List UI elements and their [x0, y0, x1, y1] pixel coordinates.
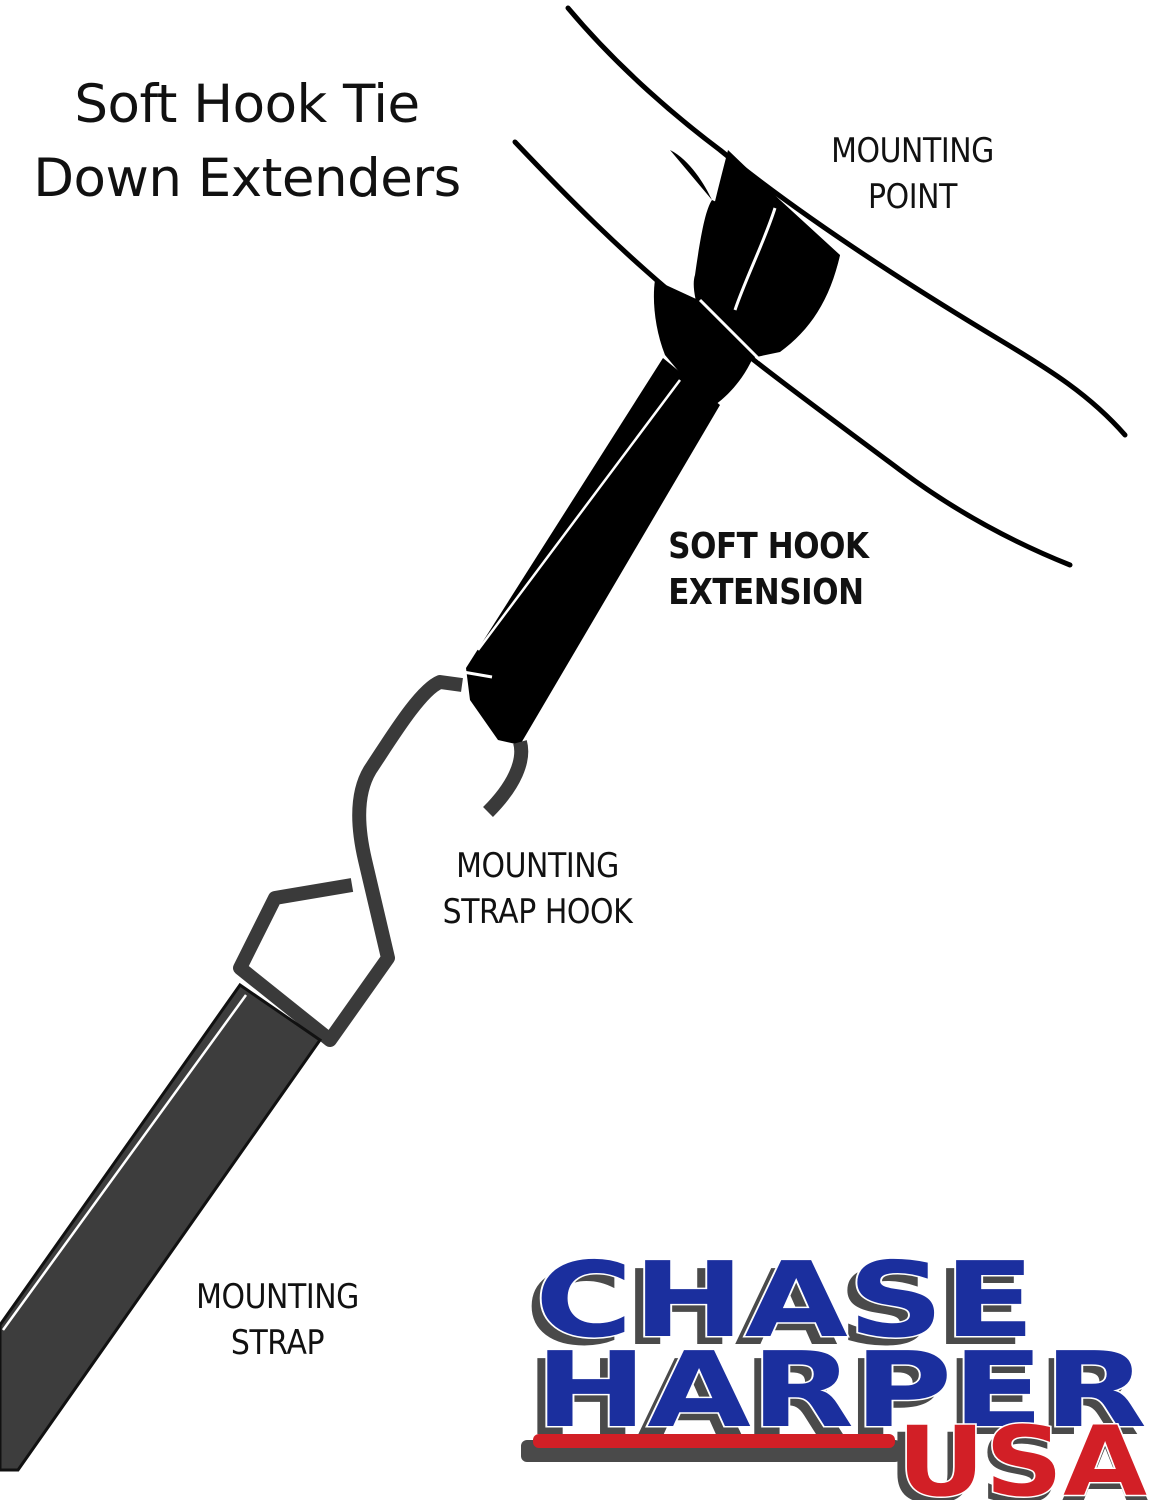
chase-harper-usa-logo: .lg { font-family: "DejaVu Sans", sans-s…	[515, 1238, 1151, 1504]
soft-hook-extension-strap	[462, 358, 720, 745]
title-line-2: Down Extenders	[33, 148, 461, 209]
label-line: EXTENSION	[668, 572, 864, 613]
diagram-title: Soft Hook Tie Down Extenders	[0, 68, 494, 216]
label-soft-hook-extension: SOFT HOOK EXTENSION	[668, 524, 892, 616]
label-line: STRAP	[230, 1323, 325, 1363]
title-line-1: Soft Hook Tie	[74, 74, 420, 135]
label-line: STRAP HOOK	[442, 892, 633, 932]
mounting-strap	[0, 982, 323, 1472]
mounting-point-bar	[512, 5, 1128, 568]
logo-usa-shadow: USA	[887, 1413, 1149, 1500]
label-line: MOUNTING	[831, 131, 994, 171]
logo-chase: CHASE	[535, 1250, 1035, 1361]
logo-harper: HARPER	[535, 1329, 1147, 1451]
label-mounting-strap-hook: MOUNTING STRAP HOOK	[425, 843, 649, 935]
label-line: MOUNTING	[196, 1277, 359, 1317]
label-mounting-point: MOUNTING POINT	[814, 128, 1012, 220]
label-line: SOFT HOOK	[668, 526, 869, 567]
soft-hook-loop	[653, 150, 840, 405]
label-mounting-strap: MOUNTING STRAP	[179, 1274, 377, 1366]
logo-red-underline	[533, 1434, 895, 1448]
label-line: MOUNTING	[456, 846, 619, 886]
logo-chase-shadow: CHASE	[525, 1250, 1025, 1369]
label-line: POINT	[868, 177, 957, 217]
mounting-strap-hook	[233, 675, 529, 1047]
logo-graphic: .lg { font-family: "DejaVu Sans", sans-s…	[521, 1238, 1149, 1504]
logo-usa: USA	[897, 1406, 1147, 1500]
